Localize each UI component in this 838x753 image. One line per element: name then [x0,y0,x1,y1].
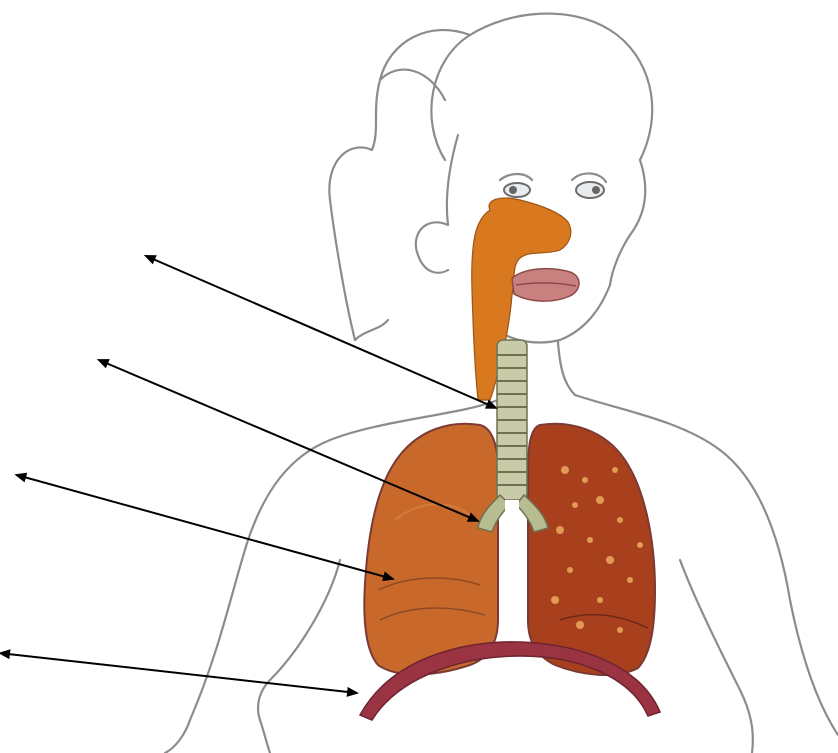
trachea [497,340,527,500]
arrow-diaphragm [8,654,357,693]
eyes [504,182,604,198]
eye-right-brow [572,173,606,182]
lips [512,269,579,301]
lung-right [528,424,655,675]
lung-left [364,424,498,675]
arrow-lungs [24,477,393,579]
arrow-trachea [153,259,496,408]
eye-left-brow [500,174,532,180]
